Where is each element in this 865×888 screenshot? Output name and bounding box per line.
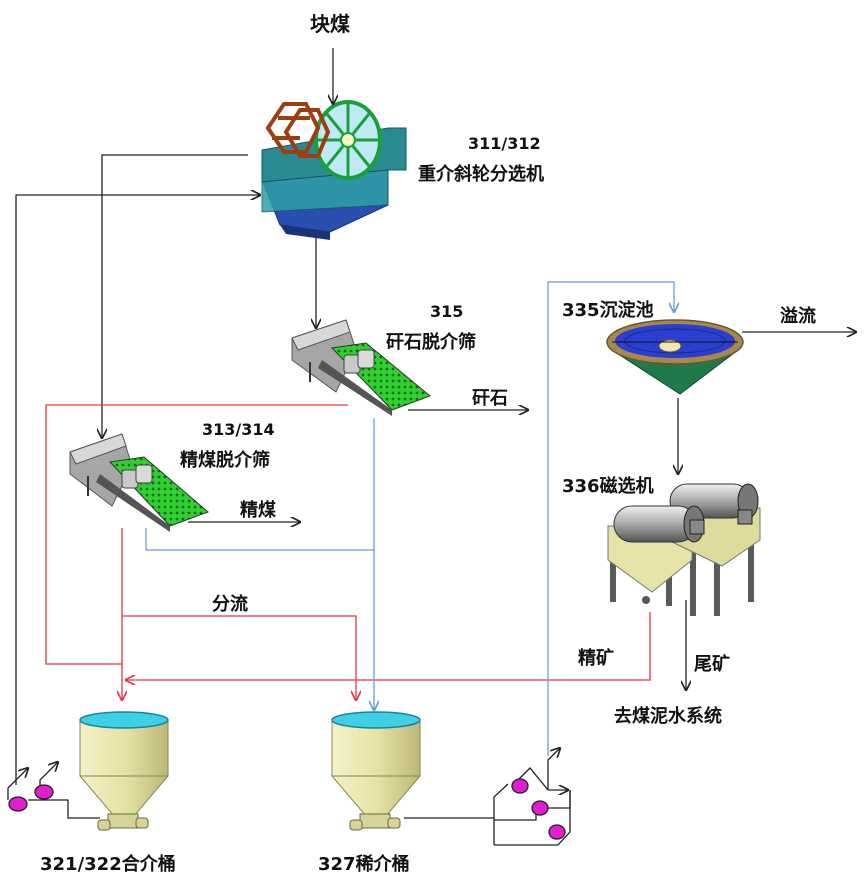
blue-flow-lines (145, 281, 674, 756)
label-thickener: 335沉淀池 (562, 300, 654, 321)
label-gangue-screen-name: 矸石脱介筛 (386, 332, 476, 353)
separator-wheel (314, 100, 382, 180)
label-split-flow: 分流 (212, 594, 248, 615)
dilute-medium-pumps (404, 748, 571, 846)
gangue-screen (291, 319, 431, 416)
label-lump-coal: 块煤 (310, 12, 350, 36)
label-clean-screen-code: 313/314 (202, 420, 275, 439)
label-dilute-medium-tank: 327稀介桶 (318, 854, 410, 875)
label-tailings: 尾矿 (694, 654, 730, 675)
combined-medium-tank-drawing (78, 711, 170, 831)
separator-frame (265, 102, 331, 158)
label-to-slime-system: 去煤泥水系统 (614, 706, 722, 727)
combined-medium-pumps (7, 762, 100, 819)
clean-coal-screen (69, 433, 209, 532)
label-combined-medium-tank: 321/322合介桶 (40, 854, 176, 875)
label-magnetic-separator: 336磁选机 (562, 476, 654, 497)
label-gangue-screen-code: 315 (430, 302, 464, 321)
thickener-tank (606, 319, 744, 395)
magnetic-separator (607, 483, 761, 616)
label-clean-screen-name: 精煤脱介筛 (180, 450, 270, 471)
label-gangue-out: 矸石 (472, 388, 508, 409)
label-overflow: 溢流 (780, 306, 816, 327)
label-clean-coal-out: 精煤 (240, 500, 276, 521)
dilute-medium-tank-drawing (330, 711, 422, 831)
label-concentrate: 精矿 (578, 648, 614, 669)
label-separator-code: 311/312 (468, 134, 541, 153)
label-separator-name: 重介斜轮分选机 (418, 164, 544, 185)
black-flow-lines (15, 48, 856, 785)
red-flow-lines (45, 404, 651, 700)
separator-machine (261, 100, 407, 240)
